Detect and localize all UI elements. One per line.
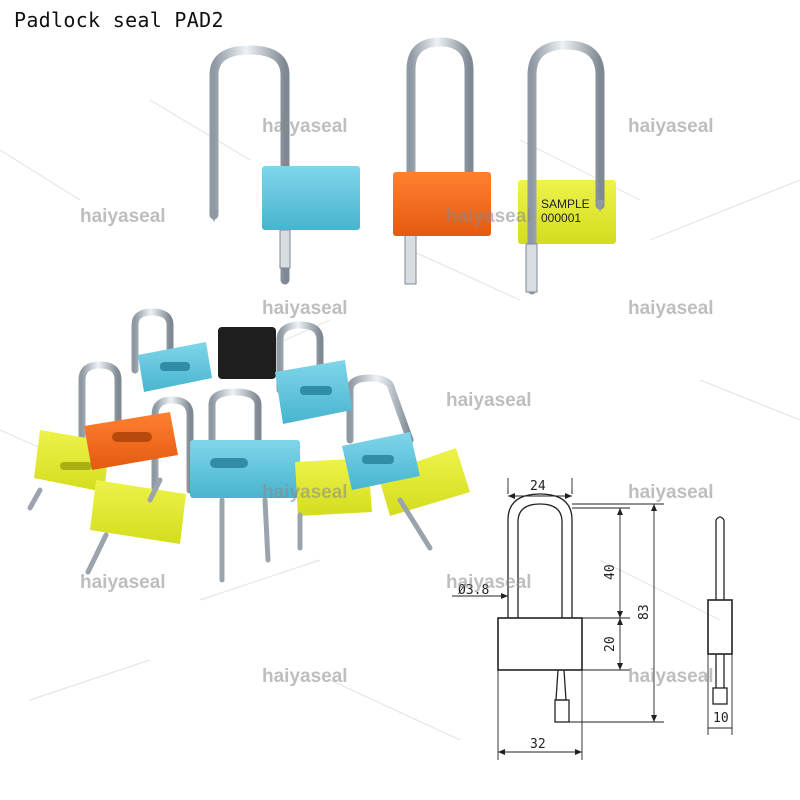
dim-diameter: Ø3.8 bbox=[458, 583, 489, 598]
watermark: haiyaseal bbox=[80, 206, 166, 227]
seal-yellow-sample: SAMPLE 000001 bbox=[518, 40, 616, 295]
watermark: haiyaseal bbox=[446, 572, 532, 593]
watermark-group: haiyaseal haiyaseal haiyaseal haiyaseal … bbox=[80, 116, 714, 687]
watermark: haiyaseal bbox=[628, 116, 714, 137]
watermark: haiyaseal bbox=[80, 572, 166, 593]
watermark: haiyaseal bbox=[446, 390, 532, 411]
watermark: haiyaseal bbox=[262, 666, 348, 687]
seal-orange-single bbox=[393, 37, 491, 285]
technical-drawing-front bbox=[452, 478, 664, 760]
sample-label: SAMPLE bbox=[541, 197, 590, 211]
watermark: haiyaseal bbox=[628, 298, 714, 319]
seal-body bbox=[393, 172, 491, 236]
seal-body-black bbox=[218, 327, 276, 379]
seal-pile bbox=[27, 308, 470, 583]
dim-body-height: 20 bbox=[603, 636, 618, 652]
watermark: haiyaseal bbox=[262, 116, 348, 137]
seal-blue-single bbox=[209, 45, 360, 285]
technical-drawing-side bbox=[707, 516, 733, 735]
dim-body-width: 32 bbox=[530, 737, 546, 752]
watermark: haiyaseal bbox=[446, 206, 532, 227]
watermark: haiyaseal bbox=[628, 482, 714, 503]
dim-total-height: 83 bbox=[637, 604, 652, 620]
seal-body bbox=[262, 166, 360, 230]
sample-serial: 000001 bbox=[541, 211, 581, 225]
watermark: haiyaseal bbox=[262, 298, 348, 319]
dim-side-width: 10 bbox=[713, 711, 729, 726]
dim-shackle-height: 40 bbox=[603, 564, 618, 580]
watermark: haiyaseal bbox=[262, 482, 348, 503]
watermark: haiyaseal bbox=[628, 666, 714, 687]
dim-width-top: 24 bbox=[530, 479, 546, 494]
page-title: Padlock seal PAD2 bbox=[14, 8, 224, 32]
seal-body bbox=[518, 180, 616, 244]
